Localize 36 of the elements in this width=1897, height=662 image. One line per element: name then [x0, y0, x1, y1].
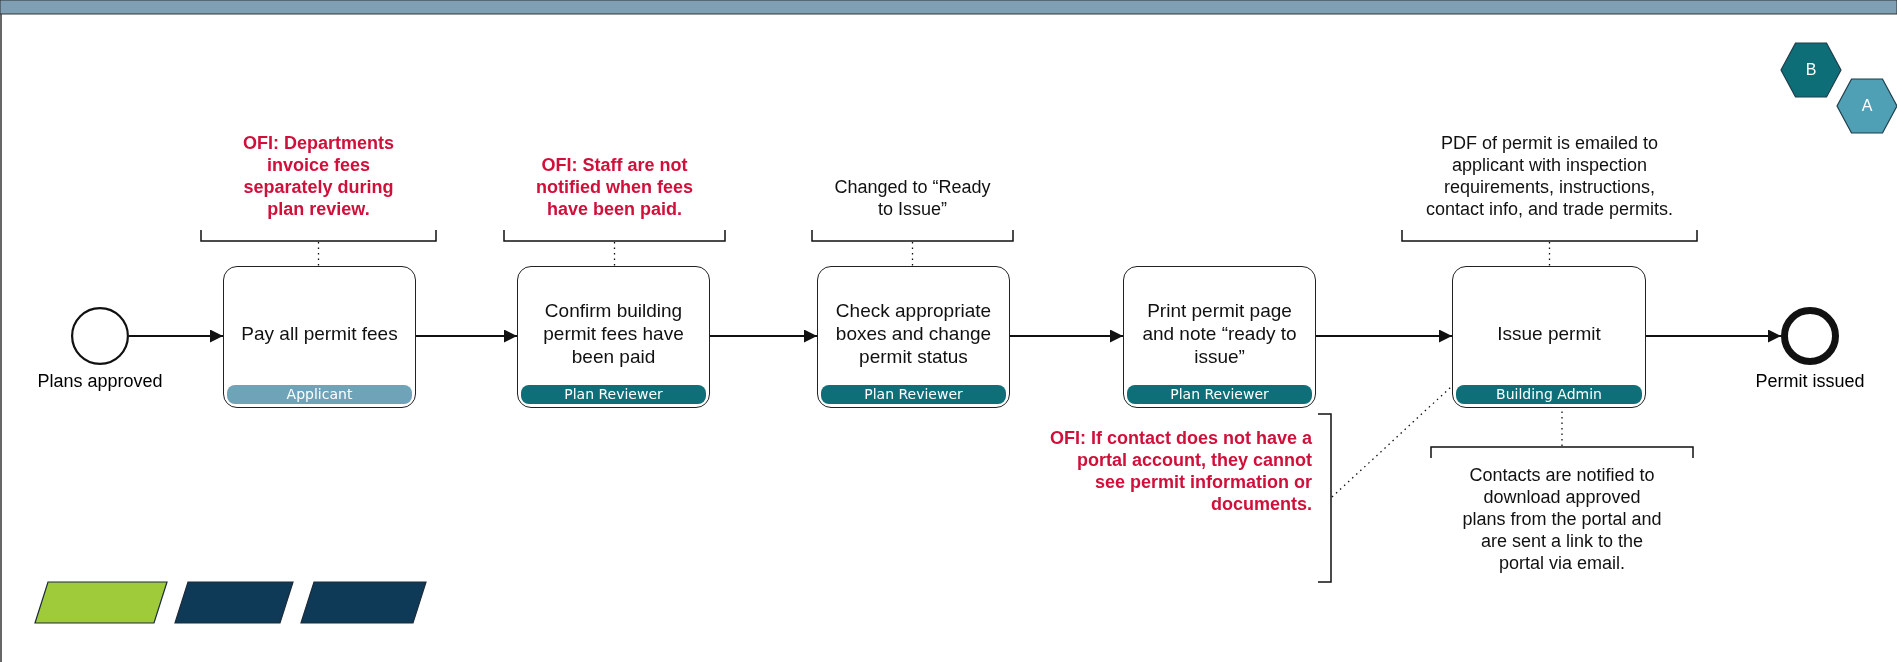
role-bar: Applicant: [227, 385, 412, 404]
sequence-arrow: [1009, 329, 1124, 343]
role-bar: Plan Reviewer: [1127, 385, 1312, 404]
sequence-arrow: [1645, 329, 1782, 343]
annotation-text: Contacts are notified to download approved plans from the portal and are sent a link to the portal via email.: [1462, 464, 1662, 574]
event-label: Permit issued: [1754, 371, 1866, 392]
task-box: [223, 266, 416, 408]
improvement-note: OFI: If contact does not have a portal account, they cannot see permit information or documents.: [1048, 427, 1312, 515]
role-bar: Plan Reviewer: [821, 385, 1006, 404]
annotation-text: Changed to “Ready to Issue”: [833, 176, 992, 220]
dotted-connector: [1331, 385, 1453, 498]
sequence-arrow: [128, 329, 224, 343]
dotted-connector: [1548, 241, 1551, 267]
hexagon-label: A: [1861, 97, 1873, 115]
task-label: Pay all permit fees: [241, 321, 398, 345]
task-box: [1123, 266, 1316, 408]
dotted-connector: [317, 241, 320, 267]
task-box: [817, 266, 1010, 408]
task-label: Confirm building permit fees have been paid: [542, 298, 685, 368]
task-box: [1452, 266, 1646, 408]
task-label: Print permit page and note “ready to issue”: [1141, 298, 1298, 368]
hexagon-label: B: [1805, 61, 1817, 79]
role-bar: Plan Reviewer: [521, 385, 706, 404]
annotation-text: PDF of permit is emailed to applicant with inspection requirements, instructions, contact info, and trade permits.: [1424, 132, 1675, 220]
sequence-arrow: [709, 329, 818, 343]
task-label: Check appropriate boxes and change permit status: [834, 298, 993, 368]
dotted-connector: [613, 241, 616, 267]
improvement-note: OFI: Staff are not notified when fees have been paid.: [535, 154, 694, 220]
task-box: [517, 266, 710, 408]
sequence-arrow: [415, 329, 518, 343]
dotted-connector: [911, 241, 914, 267]
event-label: Plans approved: [36, 371, 164, 392]
improvement-note: OFI: Departments invoice fees separately during plan review.: [242, 132, 395, 220]
sequence-arrow: [1315, 329, 1453, 343]
task-label: Issue permit: [1497, 321, 1601, 345]
role-bar: Building Admin: [1456, 385, 1642, 404]
